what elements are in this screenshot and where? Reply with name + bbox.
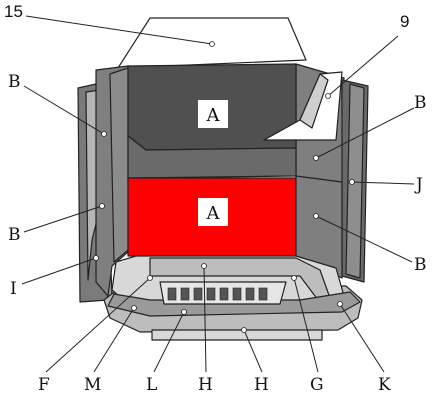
leader-h2 — [243, 329, 263, 373]
callout-l: L — [146, 375, 157, 395]
leader-g — [293, 277, 319, 373]
callout-j: J — [414, 175, 423, 195]
baffle-plate-shade — [299, 73, 329, 129]
callout-b3: B — [414, 93, 427, 113]
dot-b1 — [101, 131, 107, 137]
leader-15 — [25, 15, 213, 45]
right-frame-wall-lower — [295, 175, 343, 279]
hearth-front-step — [151, 329, 323, 341]
dot-m — [131, 305, 137, 311]
grate-bar — [245, 287, 255, 301]
label-a-lower: A — [206, 203, 221, 224]
grate-bars — [167, 287, 268, 301]
label-box-a-upper — [198, 100, 228, 128]
callout-g: G — [310, 375, 324, 395]
leader-m — [93, 307, 135, 373]
callout-9: 9 — [400, 12, 409, 31]
grate-bar — [206, 287, 216, 301]
dot-i — [93, 255, 99, 261]
leader-j — [351, 181, 415, 185]
grate-bar — [258, 287, 268, 301]
callout-h2: H — [254, 375, 269, 395]
callout-b2: B — [8, 225, 21, 245]
leader-9 — [327, 35, 399, 97]
callout-m: M — [84, 375, 101, 395]
callout-b4: B — [414, 255, 427, 275]
dot-h2 — [241, 327, 247, 333]
grate-bar — [180, 287, 190, 301]
leader-b3 — [315, 107, 415, 159]
callout-f: F — [38, 375, 50, 395]
dot-l — [181, 309, 187, 315]
callout-i: I — [10, 279, 17, 299]
dot-g — [291, 275, 297, 281]
leader-k — [339, 303, 385, 373]
leader-f — [45, 277, 151, 373]
dot-h1 — [201, 263, 207, 269]
right-outer-side-panel-lip — [345, 83, 365, 279]
dot-b4 — [313, 213, 319, 219]
grate-bar — [232, 287, 242, 301]
leader-l — [153, 311, 185, 373]
grate-bar — [193, 287, 203, 301]
callout-h1: H — [198, 375, 213, 395]
dot-9 — [325, 93, 331, 99]
leader-i — [21, 257, 97, 285]
dot-f — [147, 275, 153, 281]
leader-b1 — [23, 85, 105, 135]
leader-b2 — [23, 205, 103, 233]
grate-bar — [219, 287, 229, 301]
dot-k — [337, 301, 343, 307]
leader-h1 — [203, 265, 207, 373]
label-a-upper: A — [206, 105, 221, 126]
dot-b3 — [313, 155, 319, 161]
callout-b1: B — [8, 72, 21, 92]
label-box-a-lower — [198, 198, 228, 226]
dot-b2 — [99, 203, 105, 209]
dot-j — [349, 179, 355, 185]
upper-back-panel-band — [127, 135, 297, 179]
callout-k: K — [378, 375, 391, 395]
leader-b4 — [315, 215, 413, 263]
dot-15 — [209, 41, 215, 47]
grate-bar — [167, 287, 177, 301]
callout-15: 15 — [4, 2, 23, 21]
